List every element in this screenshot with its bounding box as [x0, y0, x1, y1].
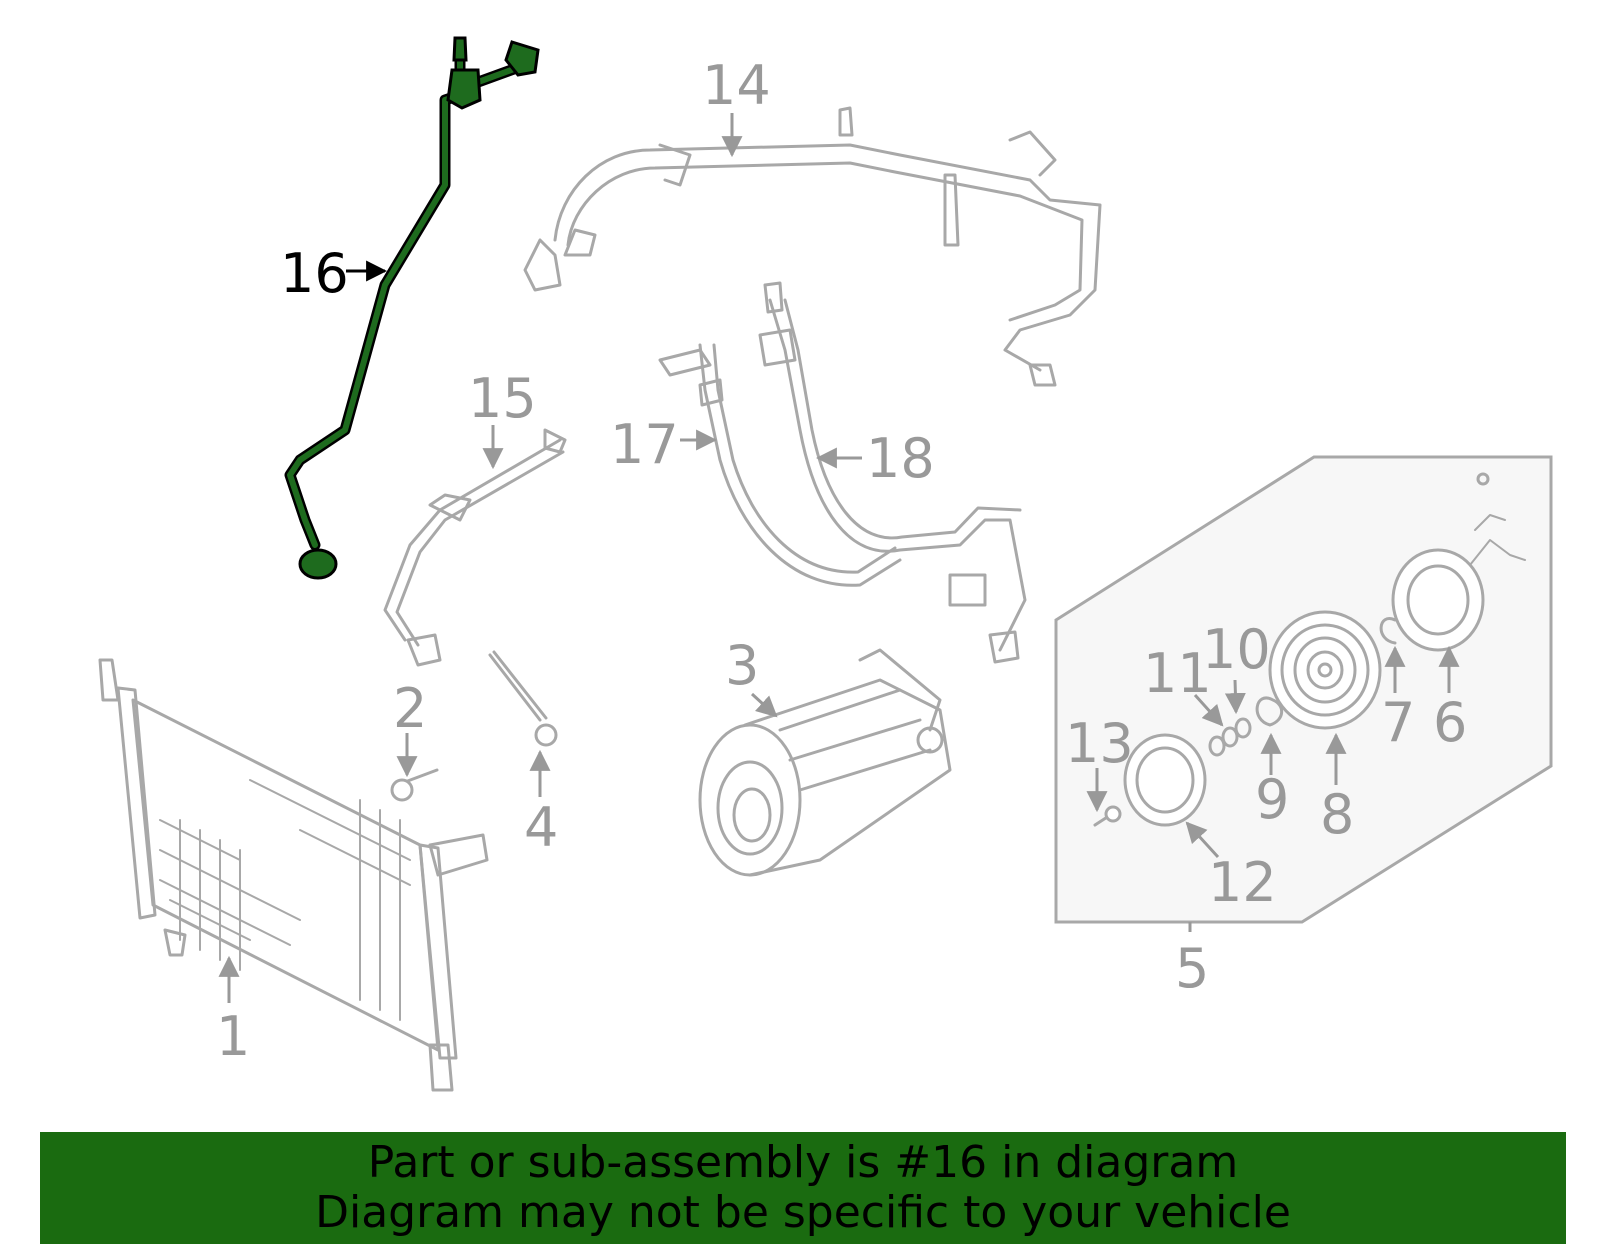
- callout-16: 16: [280, 242, 349, 305]
- callout-9: 9: [1255, 768, 1289, 831]
- highlighted-hose-16[interactable]: [284, 36, 540, 580]
- compressor[interactable]: [698, 648, 952, 877]
- callout-8: 8: [1320, 783, 1354, 846]
- clutch-plate-12[interactable]: [1123, 733, 1207, 827]
- hose-assembly-14[interactable]: [523, 106, 1102, 387]
- callout-6: 6: [1433, 691, 1467, 754]
- liquid-line-15[interactable]: [383, 428, 567, 667]
- snap-ring-7[interactable]: [1379, 617, 1397, 645]
- callout-18: 18: [866, 427, 935, 490]
- bolt-part-2[interactable]: [390, 768, 439, 802]
- field-coil-6[interactable]: [1391, 472, 1526, 652]
- snap-ring-9[interactable]: [1255, 696, 1284, 727]
- condenser[interactable]: [98, 658, 489, 1092]
- pulley-8[interactable]: [1268, 610, 1382, 730]
- callout-3: 3: [725, 634, 759, 697]
- discharge-hose-17[interactable]: [658, 343, 902, 587]
- callout-1: 1: [216, 1005, 250, 1068]
- shims-10-11[interactable]: [1208, 717, 1252, 757]
- callout-15: 15: [468, 367, 537, 430]
- callout-4: 4: [524, 796, 558, 859]
- callout-11: 11: [1143, 642, 1212, 705]
- callout-2: 2: [393, 677, 427, 740]
- callout-17: 17: [610, 413, 679, 476]
- callout-10: 10: [1202, 618, 1271, 681]
- suction-hose-18[interactable]: [758, 281, 1027, 664]
- banner-line-disclaimer: Diagram may not be specific to your vehi…: [315, 1187, 1291, 1238]
- info-banner: Part or sub-assembly is #16 in diagram D…: [40, 1132, 1566, 1244]
- callout-5: 5: [1175, 937, 1209, 1000]
- callout-14: 14: [702, 54, 771, 117]
- banner-line-part: Part or sub-assembly is #16 in diagram: [367, 1137, 1239, 1188]
- callout-12: 12: [1208, 851, 1277, 914]
- parts-diagram: 1 2 3 4 5 6 7 8 9 10 11 12 13 14 15 16 1…: [98, 36, 1553, 1092]
- bolt-part-4[interactable]: [488, 650, 558, 747]
- callout-7: 7: [1381, 691, 1415, 754]
- bolt-13[interactable]: [1093, 805, 1122, 827]
- callout-13: 13: [1065, 712, 1134, 775]
